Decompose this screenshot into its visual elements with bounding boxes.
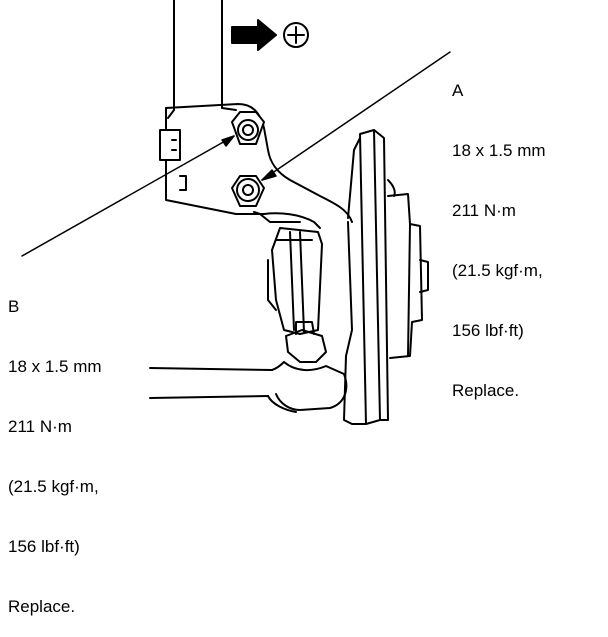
callout-a-torque-lbf: 156 lbf·ft) [452,321,524,340]
callout-a-torque-kgf: (21.5 kgf·m, [452,261,543,280]
upper-bolt [231,111,265,145]
callout-b-torque-nm: 211 N·m [8,417,72,436]
diagram-canvas: A 18 x 1.5 mm 211 N·m (21.5 kgf·m, 156 l… [8,0,546,616]
strut-bracket [159,103,353,229]
callout-a-note: Replace. [452,381,520,400]
strut-tube [167,0,237,119]
leader-line-b [21,135,235,257]
brake-disc [343,129,429,425]
callout-b-torque-lbf: 156 lbf·ft) [8,537,80,556]
callout-a-size: 18 x 1.5 mm [452,141,546,160]
lower-arm [149,321,348,413]
callout-a-torque-nm: 211 N·m [452,201,516,220]
leader-line-a [261,51,451,181]
callout-b-letter: B [8,297,20,316]
callout-b-size: 18 x 1.5 mm [8,357,102,376]
callout-b-note: Replace. [8,597,76,616]
suspension-illustration [21,0,451,425]
callout-b-torque-kgf: (21.5 kgf·m, [8,477,99,496]
direction-arrow-icon [231,19,277,51]
callout-a: A 18 x 1.5 mm 211 N·m (21.5 kgf·m, 156 l… [452,41,546,421]
callout-a-letter: A [452,81,464,100]
lower-bolt [231,175,265,207]
callout-b: B 18 x 1.5 mm 211 N·m (21.5 kgf·m, 156 l… [8,257,102,637]
knuckle [267,227,323,335]
plus-circle-icon [283,22,309,48]
